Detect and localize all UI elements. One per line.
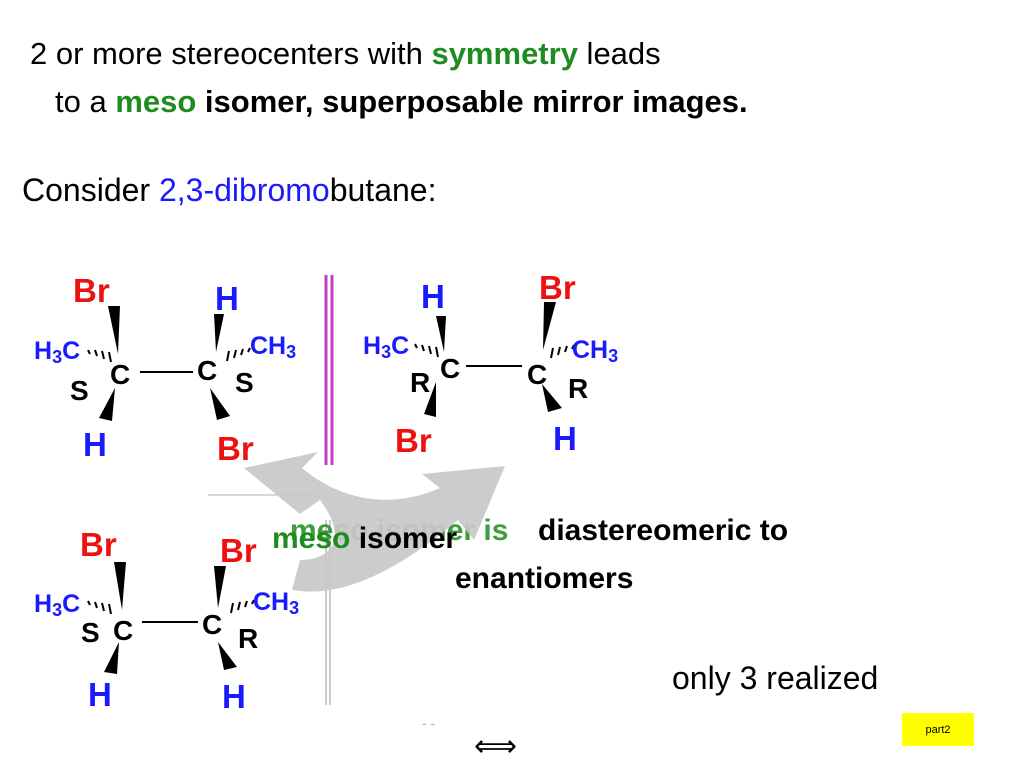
isomer-word: isomer — [350, 522, 458, 555]
substituent-label: Br — [220, 532, 257, 569]
meso-isomer-label: meso isomer — [272, 524, 457, 554]
heading-text: isomer, superposable mirror images. — [196, 84, 748, 119]
consider-line: Consider 2,3-dibromobutane: — [22, 174, 436, 206]
hash-bond — [87, 599, 255, 615]
nav-dashes: - - — [422, 715, 436, 731]
substituent-label: Br — [80, 526, 117, 563]
carbon-atom: C — [440, 353, 460, 384]
substituent-label: H — [88, 676, 112, 713]
config-label: S — [81, 617, 100, 648]
substituent-label: H — [421, 278, 445, 315]
consider-text: Consider — [22, 172, 159, 208]
carbon-atom: C — [110, 359, 130, 390]
wedge-bond — [436, 316, 446, 352]
heading-line-2: to a meso isomer, superposable mirror im… — [55, 86, 748, 117]
wedge-bond — [424, 382, 436, 417]
diastereomeric-line-1: diastereomeric to — [538, 514, 789, 547]
hash-bond — [87, 347, 251, 363]
heading-text: to a — [55, 84, 116, 119]
wedge-bond — [99, 388, 115, 421]
substituent-label: Br — [539, 269, 576, 306]
substituent-label: Br — [73, 272, 110, 309]
wedge-bond — [214, 314, 224, 352]
wedge-bond — [104, 642, 119, 674]
carbon-atom: C — [527, 359, 547, 390]
wedge-bond — [210, 388, 230, 420]
symmetry-keyword: symmetry — [431, 36, 578, 71]
config-label: R — [568, 373, 588, 404]
substituent-label: H — [222, 678, 246, 715]
heading-text: leads — [577, 36, 661, 71]
carbon-atom: C — [202, 609, 222, 640]
config-label: S — [70, 375, 89, 406]
carbon-atom: C — [197, 355, 217, 386]
wedge-bond — [542, 384, 562, 412]
substituent-label: Br — [217, 430, 254, 467]
config-label: R — [410, 367, 430, 398]
substituent-label: H — [553, 420, 577, 457]
wedge-bond — [543, 302, 556, 350]
wedge-bond — [114, 562, 126, 610]
diastereomeric-line-2: enantiomers — [455, 562, 634, 595]
wedge-bond — [108, 306, 120, 354]
carbon-atom: C — [113, 615, 133, 646]
wedge-bond — [214, 566, 226, 608]
only-realized-note: only 3 realized — [672, 660, 879, 696]
substituent-label: Br — [395, 422, 432, 459]
substituent-label: H — [83, 426, 107, 463]
meso-keyword: meso — [115, 84, 197, 119]
config-label: S — [235, 367, 254, 398]
compound-prefix: 2,3-dibromo — [158, 172, 330, 208]
wedge-bond — [218, 642, 237, 670]
meso-word: meso — [272, 522, 351, 555]
config-label: R — [238, 623, 258, 654]
heading-text: 2 or more stereocenters with — [30, 36, 432, 71]
mirror-plane — [324, 275, 334, 465]
part2-button[interactable]: part2 — [902, 713, 974, 746]
hash-bond — [414, 343, 575, 359]
swap-arrow-icon[interactable]: ⟺ — [474, 730, 518, 763]
heading-line-1: 2 or more stereocenters with symmetry le… — [30, 38, 661, 69]
consider-text: butane: — [329, 172, 437, 208]
substituent-label: H — [215, 280, 239, 317]
